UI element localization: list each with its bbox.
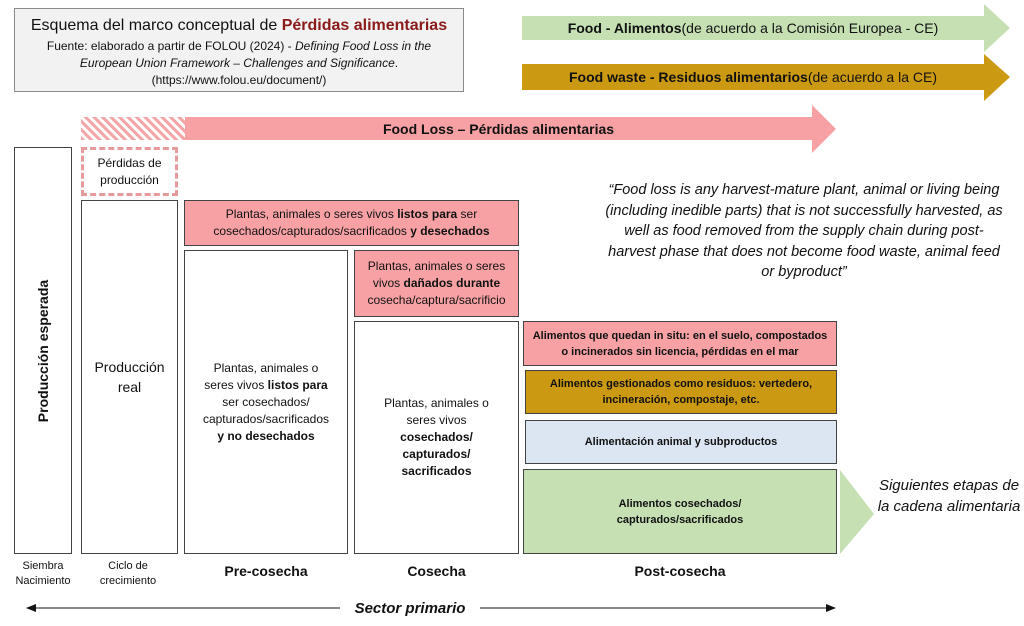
stage-harvest: Cosecha	[407, 563, 466, 579]
sector-arrow-right	[826, 604, 836, 612]
post-waste-managed-box: Alimentos gestionados como residuos: ver…	[525, 370, 837, 414]
pre-harvest-discarded-box: Plantas, animales o seres vivos listos p…	[184, 200, 519, 246]
harvest-completed-box: Plantas, animales o seres vivos cosechad…	[354, 321, 519, 554]
food-loss-hatched-segment	[81, 117, 185, 140]
diagram-title: Esquema del marco conceptual de Pérdidas…	[30, 17, 448, 34]
real-production-box: Producción real	[81, 200, 178, 554]
food-waste-arrow	[522, 54, 1010, 101]
food-waste-arrow-label: Food waste - Residuos alimentarios (de a…	[568, 69, 937, 85]
post-animal-feed-box: Alimentación animal y subproductos	[525, 420, 837, 464]
food-loss-arrow-label: Food Loss – Pérdidas alimentarias	[382, 120, 615, 137]
source-title-box: Esquema del marco conceptual de Pérdidas…	[14, 8, 464, 92]
real-production-label: Producción real	[94, 359, 165, 395]
stage-growth: Ciclo de crecimiento	[99, 560, 157, 587]
expected-production-box: Producción esperada	[14, 147, 72, 554]
food-arrow	[522, 4, 1010, 52]
post-harvested-food-box: Alimentos cosechados/ capturados/sacrifi…	[523, 469, 837, 554]
next-steps-label: Siguientes etapas de la cadena alimentar…	[877, 477, 1021, 515]
expected-production-label: Producción esperada	[35, 279, 51, 422]
food-loss-arrow	[185, 105, 836, 153]
sector-arrow-left	[26, 604, 36, 612]
food-arrow-label: Food - Alimentos (de acuerdo a la Comisi…	[567, 20, 939, 36]
stage-post-harvest: Post-cosecha	[634, 563, 726, 579]
production-losses-box: Pérdidas de producción	[81, 147, 178, 196]
pre-harvest-kept-box: Plantas, animales o seres vivos listos p…	[184, 250, 348, 554]
next-steps-arrow	[840, 470, 874, 554]
sector-label: Sector primario	[340, 597, 480, 619]
source-citation: Fuente: elaborado a partir de FOLOU (202…	[46, 39, 432, 87]
post-in-situ-box: Alimentos que quedan in situ: en el suel…	[523, 321, 837, 366]
stage-pre-harvest: Pre-cosecha	[224, 563, 308, 579]
food-loss-definition-quote: “Food loss is any harvest-mature plant, …	[605, 182, 1003, 280]
production-losses-label: Pérdidas de producción	[97, 155, 162, 187]
harvest-damaged-box: Plantas, animales o seres vivos dañados …	[354, 250, 519, 317]
stage-sowing: Siembra Nacimiento	[15, 560, 71, 587]
